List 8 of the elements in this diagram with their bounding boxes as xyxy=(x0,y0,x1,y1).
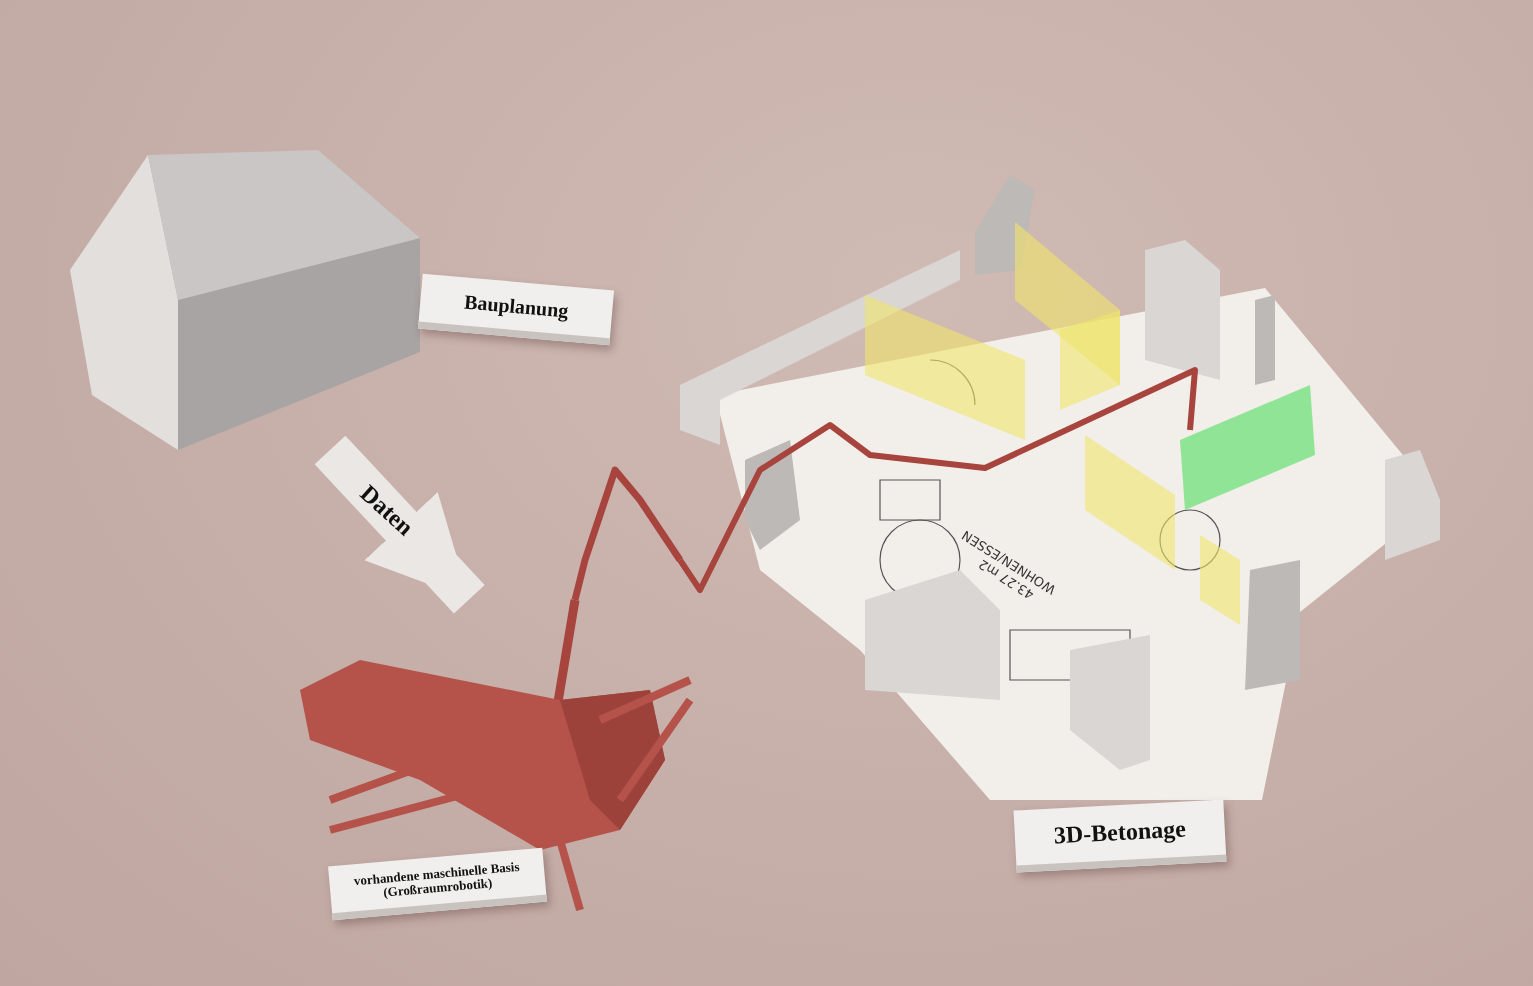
plaque-text: Bauplanung xyxy=(463,291,570,322)
label-plaque xyxy=(417,273,615,346)
plaque-text: 3D-Betonage xyxy=(1053,816,1187,849)
concrete-pump-boom xyxy=(571,466,683,601)
block-arrow xyxy=(314,435,485,614)
label-plaque xyxy=(328,847,547,921)
plaque-text: vorhandene maschinelle Basis (Großraumrobotik) xyxy=(352,857,521,902)
label-plaque xyxy=(1013,799,1227,873)
